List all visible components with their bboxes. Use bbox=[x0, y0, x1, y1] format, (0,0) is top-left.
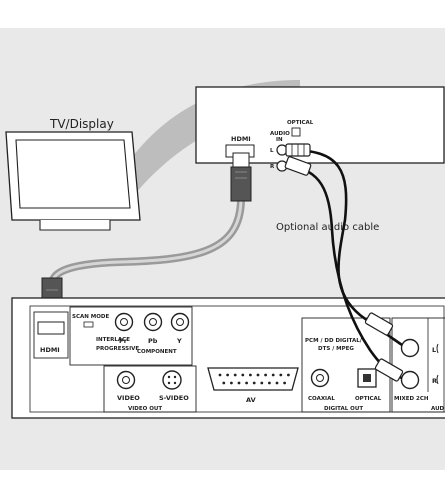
coaxial-jack-inner bbox=[316, 374, 324, 382]
tv-optical-label: OPTICAL bbox=[287, 120, 314, 126]
scan-mode-switch bbox=[83, 321, 94, 328]
player-hdmi-port bbox=[37, 321, 65, 335]
audio-right-label: R bbox=[432, 377, 437, 385]
pb-label: Pb bbox=[148, 337, 158, 345]
tv-hdmi-label: HDMI bbox=[231, 135, 251, 143]
tv-audio-in-label: AUDIO bbox=[270, 131, 290, 137]
scart-pin bbox=[260, 381, 264, 385]
scart-pin bbox=[237, 381, 241, 385]
scart-pin bbox=[241, 373, 245, 377]
video-out-section: VIDEO S-VIDEO VIDEO OUT bbox=[103, 365, 197, 413]
component-section: SCAN MODE INTERLACE PROGRESSIVE Pr Pb Y … bbox=[69, 306, 193, 366]
scart-pins bbox=[218, 373, 290, 385]
rca-plugs-tv bbox=[284, 143, 312, 176]
audio-out-label: AUD bbox=[431, 406, 445, 412]
scart-pin bbox=[287, 373, 290, 377]
svideo-pin-3 bbox=[167, 381, 171, 385]
tv-left-label: L bbox=[270, 148, 274, 154]
audio-left-label: L bbox=[432, 346, 436, 354]
interlace-label: INTERLACE bbox=[96, 337, 130, 343]
scart-pin bbox=[283, 381, 286, 385]
pr-jack-inner bbox=[120, 318, 128, 326]
scart-pin bbox=[256, 373, 260, 377]
coaxial-label: COAXIAL bbox=[308, 396, 335, 402]
scart-pin bbox=[264, 373, 267, 377]
y-jack-inner bbox=[176, 318, 184, 326]
svideo-jack bbox=[162, 370, 182, 390]
scart-pin bbox=[218, 373, 222, 377]
scart-pin bbox=[268, 381, 271, 385]
scart-pin bbox=[245, 381, 249, 385]
audio-left-bracket bbox=[436, 343, 439, 354]
tv-right-label: R bbox=[270, 164, 275, 170]
bottom-margin bbox=[0, 470, 445, 495]
svideo-pin-1 bbox=[167, 375, 171, 379]
scart-pin bbox=[275, 381, 279, 385]
component-label: COMPONENT bbox=[137, 349, 177, 355]
scart-pin bbox=[279, 373, 283, 377]
av-section: AV bbox=[207, 367, 299, 404]
tv-optical-port bbox=[291, 127, 301, 137]
scart-pin bbox=[271, 373, 275, 377]
scan-mode-label: SCAN MODE bbox=[72, 314, 109, 320]
optical-port-inner bbox=[363, 374, 371, 382]
audio-right-jack bbox=[400, 370, 420, 390]
hdmi-plug-tv bbox=[230, 152, 252, 202]
video-jack-inner bbox=[122, 376, 130, 384]
svideo-pin-2 bbox=[173, 375, 177, 379]
av-label: AV bbox=[246, 396, 256, 404]
video-label: VIDEO bbox=[117, 394, 140, 402]
tv-display bbox=[5, 131, 141, 231]
pb-jack-inner bbox=[149, 318, 157, 326]
tv-label: TV/Display bbox=[49, 117, 114, 131]
hdmi-cable-highlight bbox=[50, 198, 243, 287]
rca-plugs-player bbox=[364, 312, 404, 382]
tv-audio-in-label-2: IN bbox=[276, 137, 283, 143]
player-hdmi-label: HDMI bbox=[40, 346, 60, 354]
tv-connector-panel: HDMI OPTICAL AUDIO IN L R bbox=[195, 86, 445, 172]
scart-pin bbox=[226, 373, 230, 377]
audio-right-bracket bbox=[436, 374, 439, 385]
svideo-label: S-VIDEO bbox=[159, 394, 189, 402]
audio-left-jack bbox=[400, 338, 420, 358]
scart-pin bbox=[222, 381, 226, 385]
pcm-label: PCM / DD DIGITAL/ bbox=[305, 338, 363, 344]
mixed-2ch-label: MIXED 2CH bbox=[394, 396, 429, 402]
scart-pin bbox=[230, 381, 233, 385]
progressive-label: PROGRESSIVE bbox=[96, 346, 139, 352]
pr-label: Pr bbox=[119, 337, 128, 345]
digital-out-section: PCM / DD DIGITAL/ DTS / MPEG COAXIAL OPT… bbox=[301, 317, 391, 413]
optional-audio-cable-label: Optional audio cable bbox=[276, 222, 379, 233]
player-hdmi-section: HDMI bbox=[33, 311, 69, 359]
scart-pin bbox=[233, 373, 237, 377]
digital-out-label: DIGITAL OUT bbox=[324, 406, 363, 412]
dts-mpeg-label: DTS / MPEG bbox=[318, 346, 354, 352]
scart-pin bbox=[252, 381, 256, 385]
scart-connector bbox=[207, 367, 299, 391]
optical-label: OPTICAL bbox=[355, 396, 382, 402]
scart-pin bbox=[249, 373, 252, 377]
svideo-pin-4 bbox=[173, 381, 177, 385]
video-out-label: VIDEO OUT bbox=[128, 406, 162, 412]
y-label: Y bbox=[176, 337, 182, 345]
top-margin bbox=[0, 0, 445, 28]
